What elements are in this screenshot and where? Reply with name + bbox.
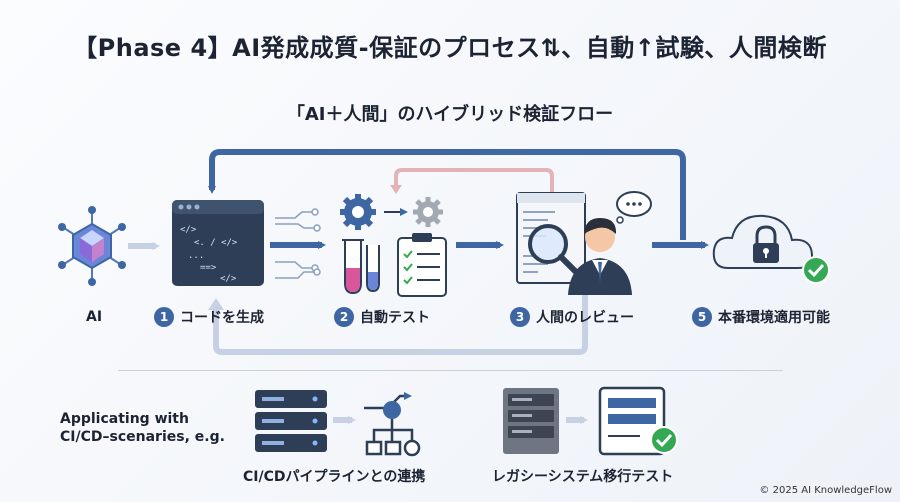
- example-caption-legacy: レガシーシステム移行テスト: [492, 469, 674, 485]
- ai-label: AI: [86, 309, 103, 325]
- check-badge-icon: [802, 256, 830, 284]
- clipboard-checklist-icon: [397, 233, 447, 297]
- step-human-review: 3 人間のレビュー: [510, 307, 634, 327]
- step-automated-test: 2 自動テスト: [334, 307, 430, 327]
- step-number-badge: 1: [154, 307, 174, 327]
- step-production-ready: 5 本番環境適用可能: [692, 307, 830, 327]
- copyright-footer: © 2025 AI KnowledgeFlow: [759, 485, 892, 496]
- magnifier-icon: [528, 224, 581, 277]
- modern-server-icon: [598, 386, 666, 456]
- code-line: <. / </>: [194, 238, 238, 248]
- reviewer-person-icon: [568, 218, 632, 295]
- code-line: ==>: [200, 263, 217, 273]
- step-label: 本番環境適用可能: [718, 310, 830, 326]
- step-generate-code: 1 コードを生成: [154, 307, 264, 327]
- code-line: </>: [220, 274, 237, 284]
- step-label: コードを生成: [180, 310, 264, 326]
- code-editor-icon: </> <. / </> ... ==> </>: [172, 200, 264, 286]
- section-divider: [118, 370, 783, 371]
- step-label: 人間のレビュー: [536, 310, 634, 326]
- feedback-arrow: [394, 168, 554, 193]
- code-line: </>: [180, 225, 197, 235]
- page-title: 【Phase 4】AI発成成質-保証のプロセス⇅、自動↑試験、人間検断: [73, 34, 827, 62]
- code-line: ...: [188, 251, 204, 261]
- bottom-loop-arrow: [213, 290, 588, 355]
- step-label: 自動テスト: [360, 310, 430, 326]
- step-number-badge: 3: [510, 307, 530, 327]
- cloud-lock-icon: [712, 214, 814, 269]
- pipeline-flow-icon: [364, 392, 421, 457]
- legacy-server-icon: [503, 388, 559, 454]
- server-stack-icon: [255, 390, 327, 452]
- step-number-badge: 2: [334, 307, 354, 327]
- check-badge-icon: [650, 426, 678, 454]
- flow-subtitle: 「AI＋人間」のハイブリッド検証フロー: [286, 104, 614, 125]
- step-number-badge: 5: [692, 307, 712, 327]
- ai-crystal-icon: [58, 206, 126, 286]
- test-tube-icon: [342, 239, 380, 295]
- thought-bubble-icon: [616, 191, 652, 224]
- gear-icon: [413, 197, 443, 227]
- gear-icon: [340, 194, 376, 230]
- top-loop-arrow: [208, 149, 686, 240]
- circuit-connectors-left: [275, 208, 321, 279]
- examples-heading: Applicating with CI/CD–scenaries, e.g.: [60, 411, 225, 445]
- example-caption-cicd: CI/CDパイプラインとの連携: [243, 469, 426, 485]
